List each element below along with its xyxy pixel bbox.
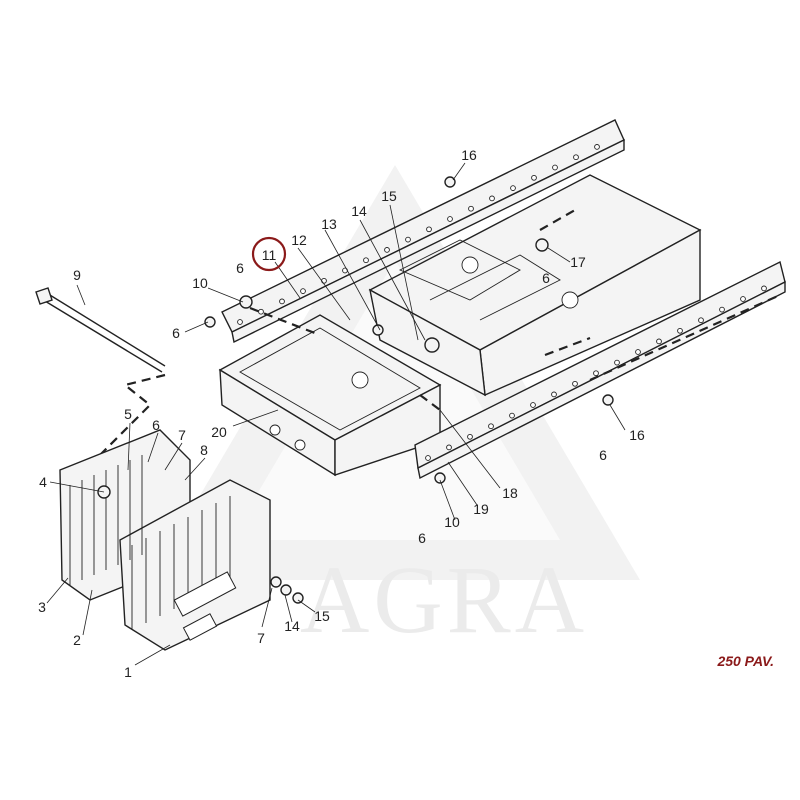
callout-18: 18 bbox=[502, 485, 518, 501]
rail-hole bbox=[258, 308, 264, 315]
callout-17: 17 bbox=[570, 254, 586, 270]
front-box bbox=[218, 314, 442, 477]
callout-12: 12 bbox=[291, 232, 307, 248]
rail-hole bbox=[677, 327, 683, 334]
callout-3: 3 bbox=[38, 599, 46, 615]
callout-6: 6 bbox=[418, 530, 426, 546]
callout-13: 13 bbox=[321, 216, 337, 232]
rail-hole bbox=[468, 205, 474, 212]
callout-2: 2 bbox=[73, 632, 81, 648]
rail-hole bbox=[593, 370, 599, 377]
rail-hole bbox=[489, 195, 495, 202]
callout-8: 8 bbox=[200, 442, 208, 458]
rail-hole bbox=[509, 412, 515, 419]
callout-6: 6 bbox=[172, 325, 180, 341]
rail-hole bbox=[384, 247, 390, 253]
callout-19: 19 bbox=[473, 501, 489, 517]
rail-hole bbox=[635, 349, 641, 355]
highlight-ring bbox=[251, 236, 287, 272]
rail-hole bbox=[425, 455, 431, 461]
callout-11: 11 bbox=[262, 247, 277, 263]
leader-lines bbox=[46, 162, 626, 666]
rail-hole bbox=[237, 319, 243, 325]
callout-7: 7 bbox=[257, 630, 265, 646]
callout-14: 14 bbox=[351, 203, 367, 219]
rail-hole bbox=[719, 306, 725, 313]
callout-6: 6 bbox=[599, 447, 607, 463]
rail-hole bbox=[426, 226, 432, 233]
ballast-weights bbox=[59, 429, 271, 651]
callout-20: 20 bbox=[211, 424, 227, 440]
callout-7: 7 bbox=[178, 427, 186, 443]
rail-hole bbox=[551, 391, 557, 398]
rail-hole bbox=[698, 317, 704, 324]
rail-hole bbox=[552, 164, 558, 171]
rail-hole bbox=[510, 185, 516, 191]
callout-15: 15 bbox=[314, 608, 330, 624]
main-frame bbox=[368, 174, 702, 397]
tie-bolt bbox=[35, 287, 166, 373]
rail-hole bbox=[656, 338, 662, 345]
rail-hole bbox=[531, 174, 537, 181]
callout-6: 6 bbox=[152, 417, 160, 433]
rail-hole bbox=[363, 257, 369, 264]
rail-hole bbox=[467, 433, 473, 440]
callout-4: 4 bbox=[39, 474, 47, 490]
callout-15: 15 bbox=[381, 188, 397, 204]
assembly-lines bbox=[99, 209, 781, 456]
rail-holes bbox=[237, 144, 767, 461]
rail-hole bbox=[405, 236, 411, 243]
watermark-text: AGRA bbox=[300, 546, 588, 653]
callout-16: 16 bbox=[461, 147, 477, 163]
rail-hole bbox=[446, 444, 452, 451]
callout-1: 1 bbox=[124, 664, 132, 680]
callout-14: 14 bbox=[284, 618, 300, 634]
rail-hole bbox=[488, 423, 494, 430]
rail-hole bbox=[573, 154, 579, 161]
rail-hole bbox=[740, 296, 746, 302]
callout-10: 10 bbox=[444, 514, 460, 530]
callout-16: 16 bbox=[629, 427, 645, 443]
rail-hole bbox=[300, 288, 306, 294]
callout-5: 5 bbox=[124, 406, 132, 422]
callout-9: 9 bbox=[73, 267, 81, 283]
callout-6: 6 bbox=[542, 270, 550, 286]
lower-rail bbox=[414, 260, 786, 480]
rail-hole bbox=[530, 402, 536, 408]
rail-hole bbox=[761, 285, 767, 292]
rail-hole bbox=[447, 216, 453, 222]
rail-hole bbox=[614, 359, 620, 366]
figure-reference: 250 PAV. bbox=[717, 653, 774, 669]
fasteners bbox=[97, 176, 614, 604]
rail-hole bbox=[594, 144, 600, 150]
callout-10: 10 bbox=[192, 275, 208, 291]
rail-hole bbox=[572, 380, 578, 387]
rail-hole bbox=[321, 277, 327, 284]
callout-6: 6 bbox=[236, 260, 244, 276]
rail-hole bbox=[279, 298, 285, 305]
